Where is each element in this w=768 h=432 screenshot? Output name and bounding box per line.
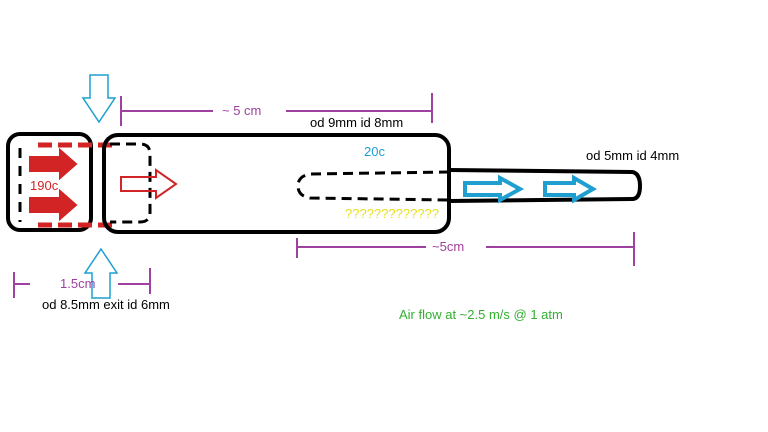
unknown-label: ????????????? (345, 206, 439, 221)
inlet-arrow-bottom (83, 247, 119, 299)
small-len-label: 1.5cm (60, 276, 95, 291)
cold-arrow-1 (463, 174, 525, 204)
tube-insert-dashed (110, 142, 152, 224)
airflow-label: Air flow at ~2.5 m/s @ 1 atm (399, 307, 563, 322)
len-top-label: ~ 5 cm (222, 103, 261, 118)
inlet-dims-label: od 8.5mm exit id 6mm (42, 297, 170, 312)
tube-dims-label: od 9mm id 8mm (310, 115, 403, 130)
outlet-tube (448, 168, 643, 203)
cold-arrow-2 (543, 174, 597, 204)
cold-temp-label: 20c (364, 144, 385, 159)
inner-tube-dashed (296, 170, 450, 202)
hot-chamber (6, 132, 93, 232)
hot-arrow-top (29, 147, 78, 181)
len-bottom-label: ~5cm (432, 239, 464, 254)
hot-flow-arrow (120, 168, 178, 200)
hot-arrow-bottom (29, 188, 78, 222)
hot-temp-label: 190c (30, 178, 59, 193)
outlet-dims-label: od 5mm id 4mm (586, 148, 679, 163)
main-tube (102, 133, 451, 234)
inlet-arrow-top (81, 74, 117, 124)
